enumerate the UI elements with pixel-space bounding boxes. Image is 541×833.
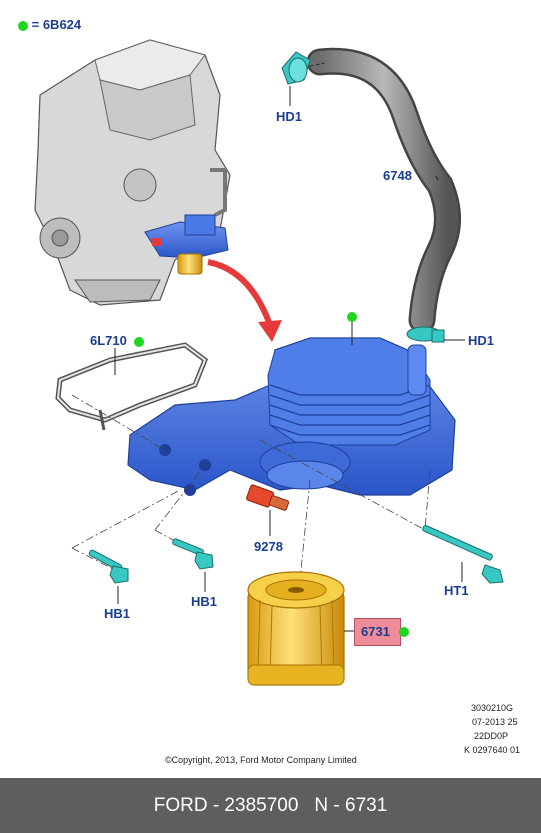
info-line-2: 07-2013 25	[472, 717, 518, 727]
footer-part: N - 6731	[314, 794, 388, 816]
info-line-4: K 0297640 01	[464, 745, 521, 755]
footer-bar: FORD - 2385700 N - 6731	[0, 778, 541, 833]
label-hose: 6748	[383, 168, 412, 183]
location-arrow	[207, 259, 273, 327]
legend: = 6B624	[18, 17, 81, 32]
bolt-hb1-right	[172, 538, 214, 570]
legend-text: = 6B624	[31, 17, 82, 32]
label-ht1: HT1	[444, 583, 469, 598]
oil-pressure-sensor	[246, 484, 290, 511]
filter-dot-icon	[399, 627, 409, 637]
copyright-text: ©Copyright, 2013, Ford Motor Company Lim…	[165, 755, 357, 765]
footer-brand: FORD - 2385700	[153, 794, 299, 816]
oil-cooler-assembly	[127, 337, 456, 496]
cooler-dot-icon	[347, 312, 357, 322]
location-arrow-head	[258, 320, 282, 342]
label-sensor: 9278	[254, 539, 283, 554]
label-filter-box	[354, 618, 401, 646]
label-hd1-right: HD1	[468, 333, 495, 348]
label-hd1-top: HD1	[276, 109, 303, 124]
gasket-dot-icon	[133, 336, 144, 347]
exploded-parts-diagram	[34, 39, 504, 686]
engine-illustration	[34, 39, 231, 306]
label-gasket-text: 6L710	[90, 333, 127, 348]
label-gasket: 6L710	[90, 333, 144, 348]
hose-clamp-top	[281, 51, 311, 85]
oil-cooler-gasket	[55, 342, 209, 431]
hose-clamp-bottom	[406, 326, 445, 343]
label-hb1-right: HB1	[191, 594, 218, 609]
info-line-3: 22DD0P	[474, 731, 509, 741]
alignment-lines	[71, 394, 431, 581]
label-hb1-left: HB1	[104, 606, 131, 621]
bolt-ht1	[422, 524, 504, 584]
label-filter: 6731	[361, 624, 390, 639]
info-line-1: 3030210G	[471, 703, 514, 713]
bolt-hb1-left	[88, 549, 129, 584]
oil-filter	[247, 571, 345, 686]
legend-dot-icon	[18, 20, 28, 31]
